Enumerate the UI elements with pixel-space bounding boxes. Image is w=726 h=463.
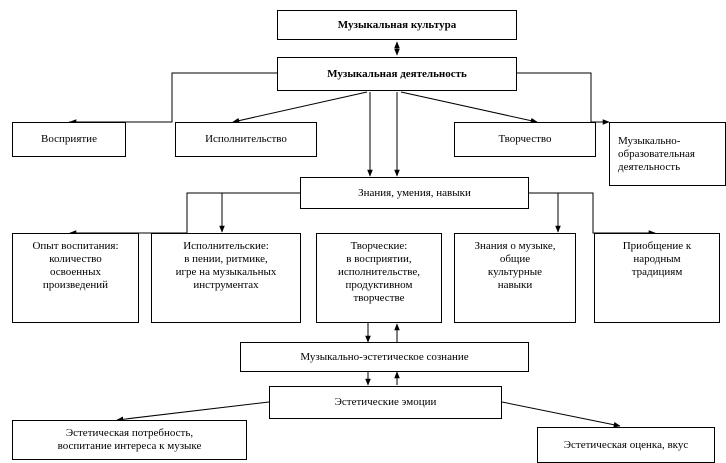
node-music-culture: Музыкальная культура <box>277 10 517 40</box>
node-music-education: Музыкально- образовательная деятельность <box>609 122 726 186</box>
node-creativity: Творчество <box>454 122 596 157</box>
knowledge-experience-connector <box>186 192 300 233</box>
node-folk-traditions: Приобщение к народным традициям <box>594 233 720 323</box>
activity-education-connector <box>516 72 610 125</box>
node-creative-skills: Творческие: в восприятии, исполнительств… <box>316 233 442 323</box>
node-performance: Исполнительство <box>175 122 317 157</box>
activity-creativity-arrow <box>400 91 538 124</box>
knowledge-folk-connector <box>528 192 656 236</box>
emotions-need-arrow <box>116 401 270 423</box>
node-knowledge-skills: Знания, умения, навыки <box>300 177 529 209</box>
node-performing-skills: Исполнительские: в пении, ритмике, игре … <box>151 233 301 323</box>
activity-performance-arrow <box>232 91 368 124</box>
node-aesthetic-consciousness: Музыкально-эстетическое сознание <box>240 342 529 372</box>
node-perception: Восприятие <box>12 122 126 157</box>
emotions-evaluation-arrow <box>501 401 621 428</box>
node-aesthetic-evaluation: Эстетическая оценка, вкус <box>537 427 715 463</box>
node-aesthetic-need: Эстетическая потребность, воспитание инт… <box>12 420 247 460</box>
activity-perception-connector <box>69 72 277 123</box>
node-music-knowledge: Знания о музыке, общие культурные навыки <box>454 233 576 323</box>
knowledge-music-connector <box>528 192 561 233</box>
node-aesthetic-emotions: Эстетические эмоции <box>269 386 502 419</box>
node-music-activity: Музыкальная деятельность <box>277 57 517 91</box>
node-experience: Опыт воспитания: количество освоенных пр… <box>12 233 139 323</box>
